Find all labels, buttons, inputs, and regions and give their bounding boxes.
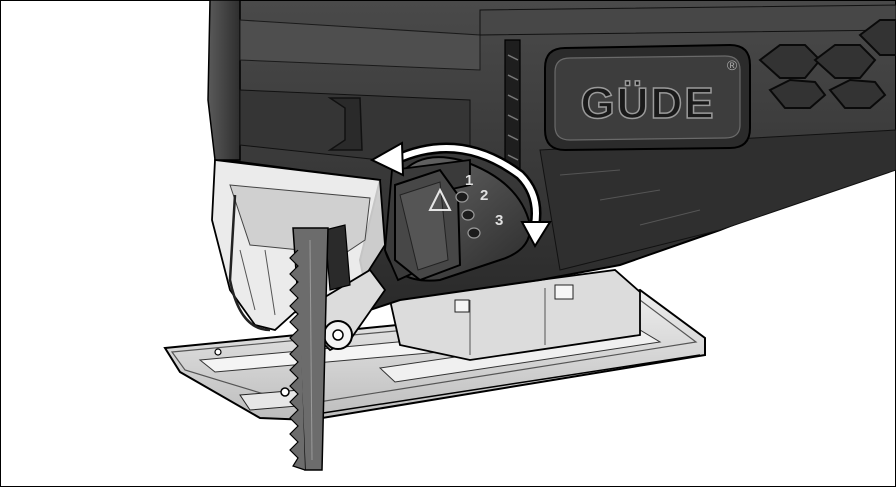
registered-mark: ® xyxy=(727,57,738,73)
grip-pattern xyxy=(758,19,896,109)
dial-position-2: 2 xyxy=(480,187,488,204)
brand-logo-text: GÜDE xyxy=(580,79,715,128)
double-headed-curved-arrow-icon xyxy=(369,141,552,248)
roller-guide xyxy=(314,224,387,352)
saw-blade xyxy=(289,227,329,471)
pendulum-dial[interactable]: 1 2 3 xyxy=(383,156,532,282)
brand-logo: GÜDE ® xyxy=(544,43,751,152)
vent-slots xyxy=(504,39,521,171)
dial-position-1: 1 xyxy=(465,172,473,189)
dial-position-3: 3 xyxy=(495,212,503,229)
triangle-up-icon xyxy=(428,187,452,211)
